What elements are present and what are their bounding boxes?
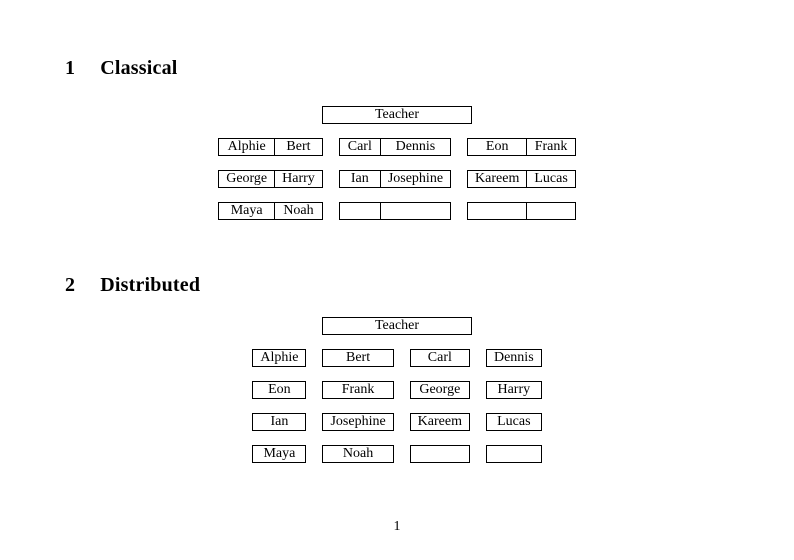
- desk-seat: Lucas: [485, 413, 542, 431]
- section-heading: 1 Classical: [65, 58, 794, 78]
- desk-seat: Carl: [409, 349, 470, 367]
- desk-seat: Ian: [252, 413, 307, 431]
- desk-seat: Ian: [338, 170, 381, 188]
- desk-seat: Maya: [252, 445, 307, 463]
- desk-seat: Josephine: [380, 170, 452, 188]
- section-heading: 2 Distributed: [65, 275, 794, 295]
- desk-seat: Noah: [322, 445, 394, 463]
- desk-seat-empty: [485, 445, 542, 463]
- desk-seat: Dennis: [485, 349, 542, 367]
- desk-seat: Harry: [275, 170, 323, 188]
- desk-seat: Alphie: [252, 349, 307, 367]
- section-title: Classical: [100, 57, 178, 79]
- desk-seat-empty: [409, 445, 470, 463]
- desk-seat: Carl: [338, 138, 381, 156]
- desk-seat: Harry: [485, 381, 542, 399]
- section-title: Distributed: [100, 274, 201, 296]
- desk-seat: Lucas: [527, 170, 576, 188]
- section-number: 2: [65, 274, 76, 296]
- section-number: 1: [65, 57, 76, 79]
- teacher-box: Teacher: [322, 106, 472, 124]
- desk-seat-empty: [338, 202, 381, 220]
- desk-seat-empty: [467, 202, 528, 220]
- desk-seat: Bert: [322, 349, 394, 367]
- desk-seat: Eon: [467, 138, 528, 156]
- desk-seat: George: [218, 170, 276, 188]
- desk-seat: Alphie: [218, 138, 276, 156]
- desk-seat: Maya: [218, 202, 276, 220]
- desk-seat: Dennis: [380, 138, 452, 156]
- desk-seat-empty: [380, 202, 452, 220]
- desk-seat: Kareem: [467, 170, 528, 188]
- desk-seat: George: [409, 381, 470, 399]
- page-number: 1: [393, 519, 401, 534]
- teacher-box: Teacher: [322, 317, 472, 335]
- desk-seat: Josephine: [322, 413, 394, 431]
- desk-seat: Bert: [275, 138, 323, 156]
- desk-seat: Frank: [527, 138, 576, 156]
- desk-seat: Eon: [252, 381, 307, 399]
- desk-seat: Frank: [322, 381, 394, 399]
- desk-seat: Kareem: [409, 413, 470, 431]
- desk-seat: Noah: [275, 202, 323, 220]
- desk-seat-empty: [527, 202, 576, 220]
